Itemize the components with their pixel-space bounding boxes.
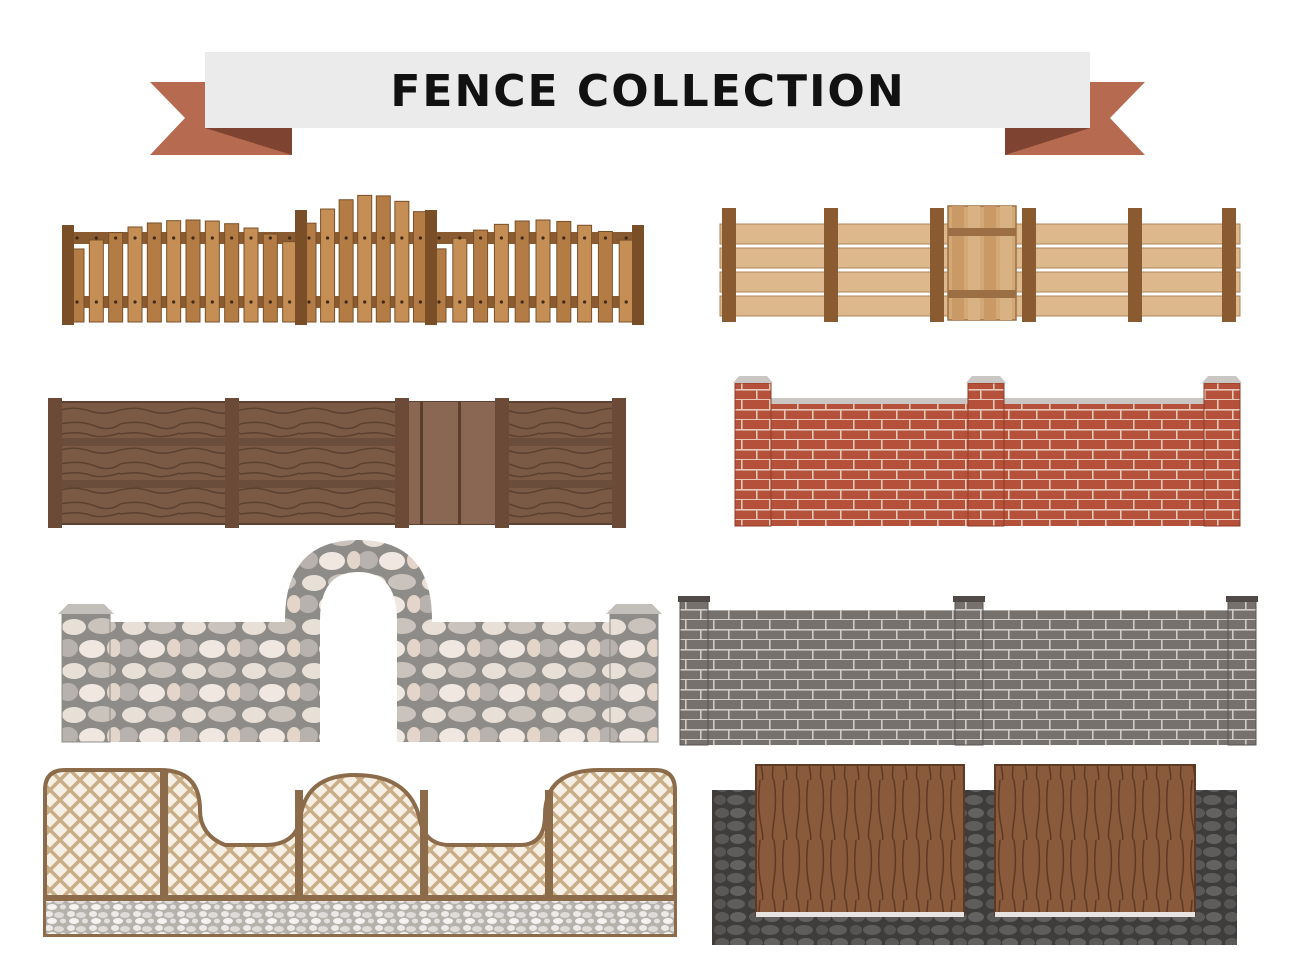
dark-wood-fence <box>48 398 626 528</box>
banner-right-fold <box>1005 128 1090 155</box>
wooden-picket-fence <box>62 194 644 325</box>
wooden-plank-fence <box>719 205 1241 322</box>
title-banner <box>150 52 1145 155</box>
red-brick-fence <box>733 376 1242 527</box>
stone-wood-fence <box>712 764 1237 945</box>
banner-left-fold <box>205 128 292 155</box>
stone-arch-fence <box>58 540 662 743</box>
lattice-fence <box>43 768 677 937</box>
banner-ribbon <box>205 52 1090 128</box>
banner-title: FENCE COLLECTION <box>390 66 905 117</box>
gray-brick-fence <box>678 596 1258 746</box>
